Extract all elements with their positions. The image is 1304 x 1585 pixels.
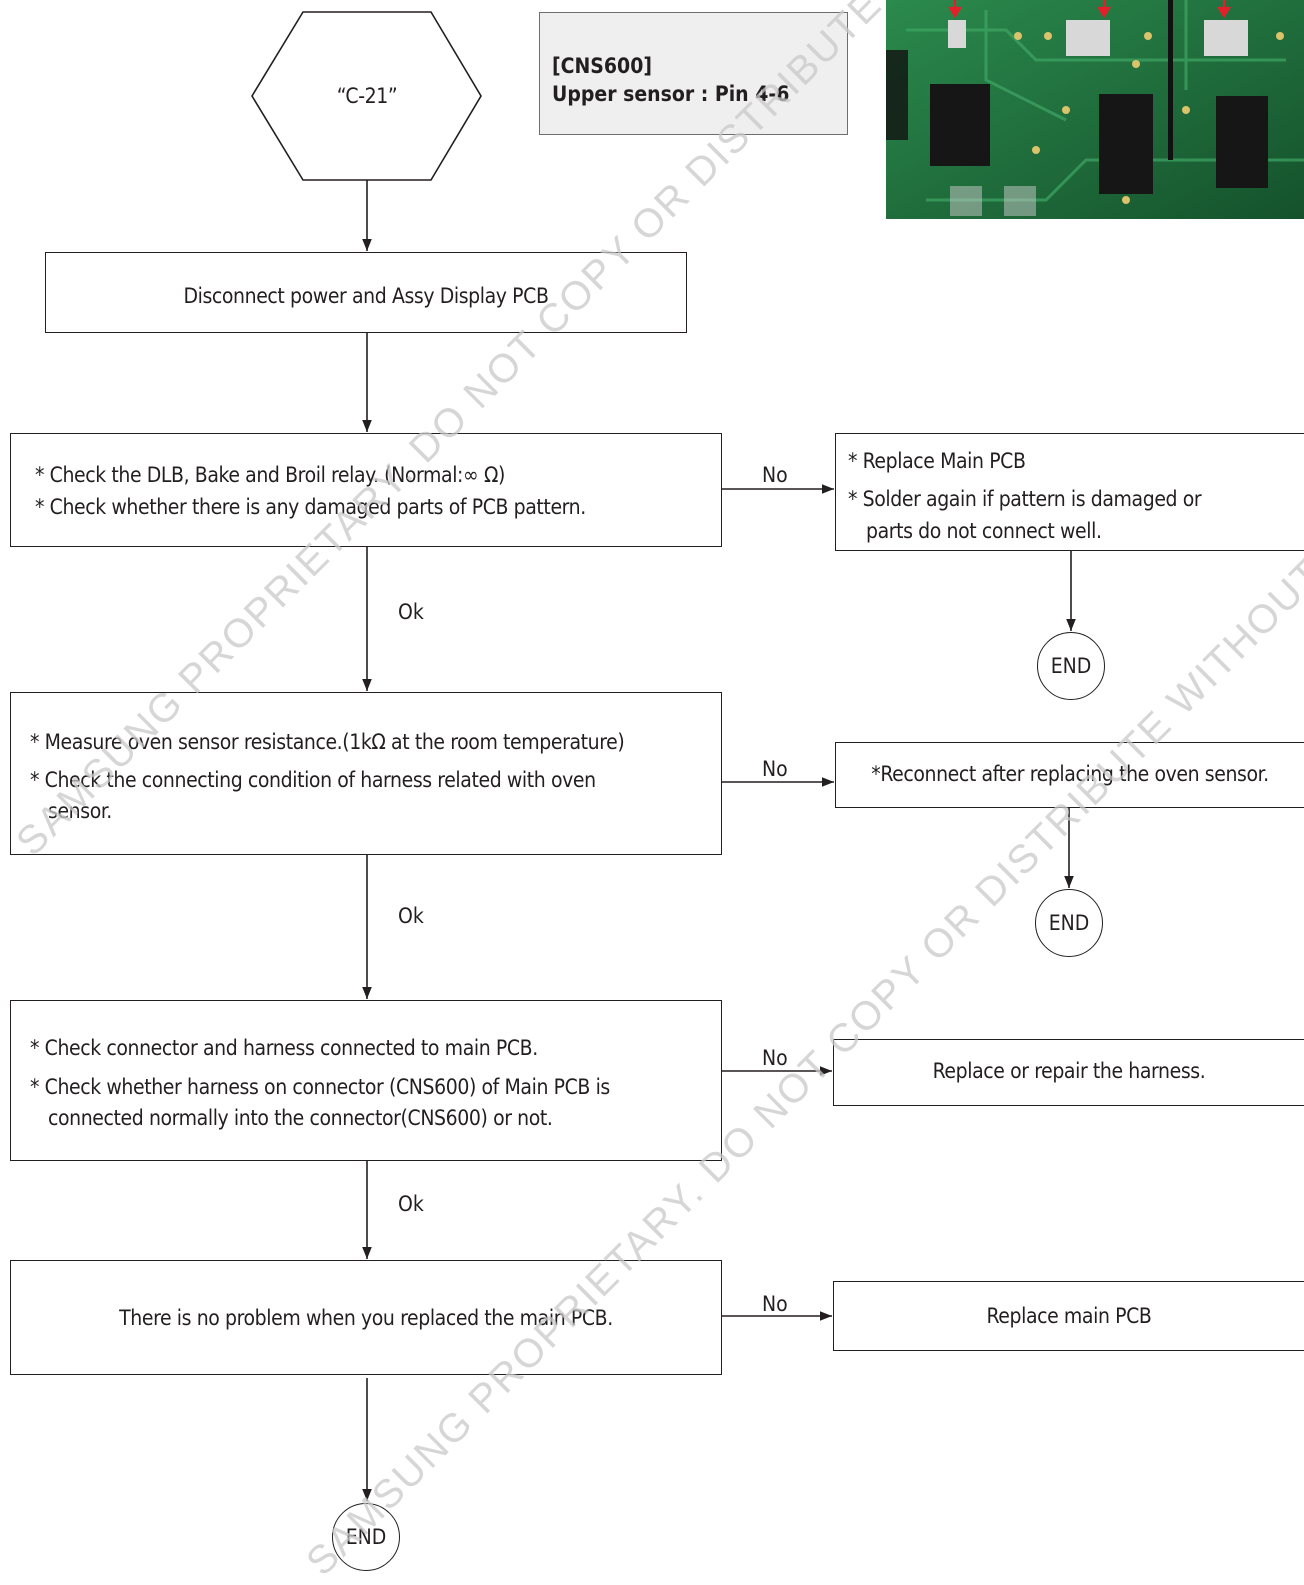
end-node-2: END [1035,889,1103,957]
action-reconnect-sensor [835,742,1304,808]
action-1-line-2: * Solder again if pattern is damaged or [848,487,1202,511]
action-1-line-3: parts do not connect well. [866,519,1102,543]
step-check-connector-line-2: * Check whether harness on connector (CN… [30,1075,610,1099]
step-replace-main-pcb-check [10,1260,722,1375]
no-label-1: No [762,463,788,487]
action-replace-main-pcb-solder [835,433,1304,551]
action-2-text: *Reconnect after replacing the oven sens… [871,762,1269,786]
note-line-2: Upper sensor : Pin 4-6 [552,82,790,106]
pcb-photo-drawing [886,0,1304,219]
step-check-connector [10,1000,722,1161]
action-4-text: Replace main PCB [986,1304,1152,1328]
step-check-relay-line-2: * Check whether there is any damaged par… [35,495,586,519]
ok-label-3: Ok [398,1192,424,1216]
action-repair-harness [833,1039,1304,1106]
start-label: “C-21” [336,84,398,108]
ok-label-1: Ok [398,600,424,624]
no-label-4: No [762,1292,788,1316]
end-node-3: END [332,1503,400,1571]
action-3-text: Replace or repair the harness. [932,1059,1206,1083]
step-measure-sensor-line-3: sensor. [48,799,112,823]
note-line-1: [CNS600] [552,54,652,78]
step-measure-sensor-line-1: * Measure oven sensor resistance.(1kΩ at… [30,730,625,754]
action-1-line-1: * Replace Main PCB [848,449,1026,473]
no-label-3: No [762,1046,788,1070]
step-check-relay [10,433,722,547]
step-measure-sensor-line-2: * Check the connecting condition of harn… [30,768,596,792]
step-measure-sensor [10,692,722,855]
step-disconnect-power [45,252,687,333]
end-node-1: END [1037,632,1105,700]
ok-label-2: Ok [398,904,424,928]
flowchart-connectors [251,11,1076,1501]
start-hexagon [251,11,482,181]
no-label-2: No [762,757,788,781]
step-check-connector-line-1: * Check connector and harness connected … [30,1036,538,1060]
step-disconnect-power-text: Disconnect power and Assy Display PCB [183,284,549,308]
step-check-relay-line-1: * Check the DLB, Bake and Broil relay. (… [35,463,505,487]
step-replace-main-pcb-check-text: There is no problem when you replaced th… [119,1306,613,1330]
action-replace-main-pcb [833,1281,1304,1351]
step-check-connector-line-3: connected normally into the connector(CN… [48,1106,553,1130]
connector-note: [CNS600] Upper sensor : Pin 4-6 [539,12,848,135]
pcb-photo [886,0,1304,219]
